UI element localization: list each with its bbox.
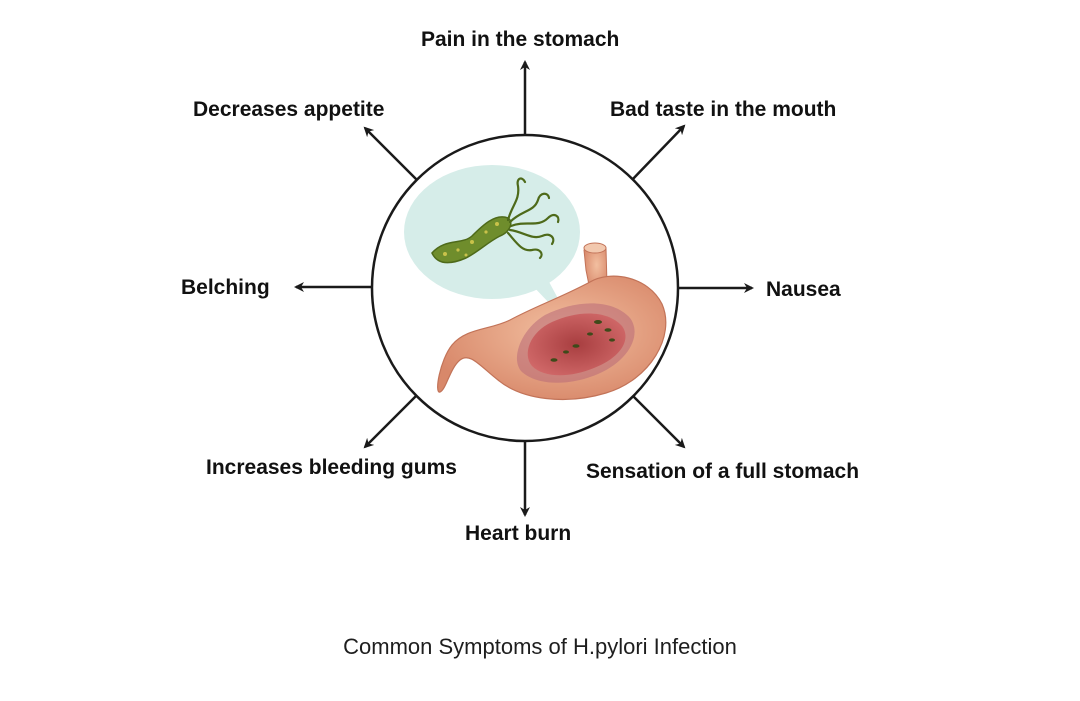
symptom-label-left: Belching (181, 276, 270, 299)
symptom-label-bottom: Heart burn (465, 522, 572, 545)
arrows (294, 60, 754, 517)
symptom-label-right: Nausea (766, 278, 841, 301)
arrow-top-left (363, 126, 419, 182)
diagram-caption: Common Symptoms of H.pylori Infection (343, 634, 737, 659)
symptom-label-top: Pain in the stomach (421, 28, 620, 51)
stomach-icon (437, 242, 667, 401)
arrow-bottom-left (363, 393, 419, 449)
arrow-top-right (630, 124, 686, 182)
symptom-label-bottom-left: Increases bleeding gums (206, 456, 457, 479)
symptom-label-bottom-right: Sensation of a full stomach (586, 460, 860, 483)
symptom-label-top-left: Decreases appetite (193, 98, 385, 121)
symptom-label-top-right: Bad taste in the mouth (610, 98, 837, 121)
arrow-bottom-right (630, 393, 686, 449)
